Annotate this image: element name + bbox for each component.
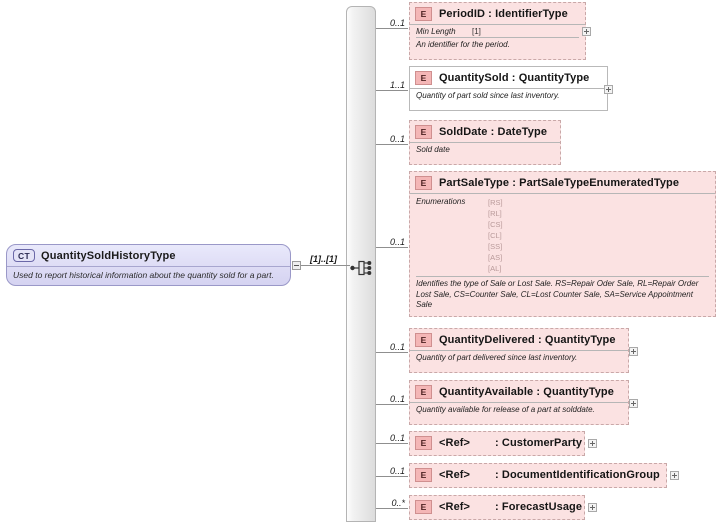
connector-line bbox=[376, 352, 408, 353]
element-facet-periodid: Min Length [1] bbox=[410, 25, 585, 37]
element-header-forecastusage: E <Ref> : ForecastUsage bbox=[410, 496, 584, 518]
element-badge-icon: E bbox=[415, 6, 432, 21]
plus-icon-customerparty[interactable] bbox=[588, 439, 597, 448]
minus-icon[interactable] bbox=[292, 261, 301, 270]
element-badge-icon: E bbox=[415, 175, 432, 190]
enumeration-value: [CL] bbox=[488, 231, 502, 240]
connector-line bbox=[376, 476, 408, 477]
element-badge-icon: E bbox=[415, 500, 432, 514]
element-description-partsaletype: Identifies the type of Sale or Lost Sale… bbox=[416, 279, 699, 309]
plus-icon-quantitysold[interactable] bbox=[604, 85, 613, 94]
cardinality-quantitysold: 1..1 bbox=[389, 80, 405, 90]
element-box-forecastusage[interactable]: E <Ref> : ForecastUsage bbox=[409, 495, 585, 520]
element-badge-icon: E bbox=[415, 436, 432, 450]
connector-line bbox=[376, 144, 408, 145]
element-header-quantitysold: E QuantitySold : QuantityType bbox=[410, 67, 607, 89]
element-box-solddate[interactable]: E SoldDate : DateType Sold date bbox=[409, 120, 561, 165]
element-description-quantityavailable: Quantity available for release of a part… bbox=[416, 405, 595, 414]
element-name-quantitysold: QuantitySold : QuantityType bbox=[439, 71, 590, 84]
connector-line bbox=[376, 90, 408, 91]
root-connector-line bbox=[301, 265, 350, 266]
element-header-documentidentificationgroup: E <Ref> : DocumentIdentificationGroup bbox=[410, 464, 666, 486]
element-name-forecastusage: : ForecastUsage bbox=[495, 501, 583, 513]
element-name-documentidentificationgroup: : DocumentIdentificationGroup bbox=[495, 469, 660, 481]
sequence-compositor-icon[interactable] bbox=[350, 257, 374, 279]
enumeration-value: [CS] bbox=[488, 220, 503, 229]
element-name-solddate: SoldDate : DateType bbox=[439, 125, 548, 138]
ref-label-forecastusage: <Ref> bbox=[439, 501, 471, 513]
element-box-partsaletype[interactable]: E PartSaleType : PartSaleTypeEnumeratedT… bbox=[409, 171, 716, 317]
plus-icon-forecastusage[interactable] bbox=[588, 503, 597, 512]
element-badge-icon: E bbox=[415, 70, 432, 85]
ref-label-customerparty: <Ref> bbox=[439, 437, 471, 449]
connector-line bbox=[376, 508, 408, 509]
complex-type-box[interactable]: CT QuantitySoldHistoryType Used to repor… bbox=[6, 244, 291, 286]
cardinality-forecastusage: 0..* bbox=[391, 498, 405, 508]
cardinality-quantityavailable: 0..1 bbox=[389, 394, 405, 404]
element-description-solddate: Sold date bbox=[416, 145, 450, 154]
enumerations-block: Enumerations [RS] [RL] [CS] [CL] [SS] [AS] [AL… bbox=[410, 194, 715, 276]
connector-line bbox=[376, 28, 408, 29]
element-badge-icon: E bbox=[415, 468, 432, 482]
enumeration-value: [SS] bbox=[488, 242, 503, 251]
complex-type-title: QuantitySoldHistoryType bbox=[41, 249, 176, 262]
enumerations-values: [RS] [RL] [CS] [CL] [SS] [AS] [AL] bbox=[488, 197, 503, 274]
element-header-periodid: E PeriodID : IdentifierType bbox=[410, 3, 585, 25]
cardinality-solddate: 0..1 bbox=[389, 134, 405, 144]
element-badge-icon: E bbox=[415, 384, 432, 399]
enumeration-value: [AL] bbox=[488, 264, 502, 273]
facet-label: Min Length bbox=[416, 27, 456, 36]
element-box-documentidentificationgroup[interactable]: E <Ref> : DocumentIdentificationGroup bbox=[409, 463, 667, 488]
connector-line bbox=[376, 247, 408, 248]
divider bbox=[416, 276, 709, 277]
enumerations-label: Enumerations bbox=[416, 197, 466, 206]
plus-icon-periodid[interactable] bbox=[582, 27, 591, 36]
ref-label-documentidentificationgroup: <Ref> bbox=[439, 469, 471, 481]
element-header-partsaletype: E PartSaleType : PartSaleTypeEnumeratedT… bbox=[410, 172, 715, 194]
element-header-quantitydelivered: E QuantityDelivered : QuantityType bbox=[410, 329, 628, 351]
facet-value: [1] bbox=[472, 27, 481, 36]
cardinality-periodid: 0..1 bbox=[389, 18, 405, 28]
cardinality-documentidentificationgroup: 0..1 bbox=[389, 466, 405, 476]
element-description-periodid: An identifier for the period. bbox=[416, 40, 510, 49]
complex-type-badge: CT bbox=[13, 249, 35, 262]
root-cardinality: [1]..[1] bbox=[310, 254, 337, 264]
enumeration-value: [AS] bbox=[488, 253, 503, 262]
element-box-quantitydelivered[interactable]: E QuantityDelivered : QuantityType Quant… bbox=[409, 328, 629, 373]
element-box-quantityavailable[interactable]: E QuantityAvailable : QuantityType Quant… bbox=[409, 380, 629, 425]
element-description-quantitysold: Quantity of part sold since last invento… bbox=[416, 91, 560, 100]
element-name-partsaletype: PartSaleType : PartSaleTypeEnumeratedTyp… bbox=[439, 176, 680, 189]
plus-icon-quantitydelivered[interactable] bbox=[629, 347, 638, 356]
element-box-customerparty[interactable]: E <Ref> : CustomerParty bbox=[409, 431, 585, 456]
element-header-quantityavailable: E QuantityAvailable : QuantityType bbox=[410, 381, 628, 403]
element-name-customerparty: : CustomerParty bbox=[495, 437, 583, 449]
element-box-quantitysold[interactable]: E QuantitySold : QuantityType Quantity o… bbox=[409, 66, 608, 111]
element-name-quantitydelivered: QuantityDelivered : QuantityType bbox=[439, 333, 616, 346]
plus-icon-documentidentificationgroup[interactable] bbox=[670, 471, 679, 480]
enumeration-value: [RL] bbox=[488, 209, 502, 218]
element-badge-icon: E bbox=[415, 124, 432, 139]
connector-line bbox=[376, 404, 408, 405]
element-badge-icon: E bbox=[415, 332, 432, 347]
element-box-periodid[interactable]: E PeriodID : IdentifierType Min Length [… bbox=[409, 2, 586, 60]
element-name-periodid: PeriodID : IdentifierType bbox=[439, 7, 568, 20]
complex-type-header: CT QuantitySoldHistoryType bbox=[7, 245, 290, 267]
element-description-quantitydelivered: Quantity of part delivered since last in… bbox=[416, 353, 578, 362]
cardinality-customerparty: 0..1 bbox=[389, 433, 405, 443]
connector-line bbox=[376, 443, 408, 444]
element-header-customerparty: E <Ref> : CustomerParty bbox=[410, 432, 584, 454]
enumeration-value: [RS] bbox=[488, 198, 503, 207]
cardinality-quantitydelivered: 0..1 bbox=[389, 342, 405, 352]
element-header-solddate: E SoldDate : DateType bbox=[410, 121, 560, 143]
element-name-quantityavailable: QuantityAvailable : QuantityType bbox=[439, 385, 614, 398]
plus-icon-quantityavailable[interactable] bbox=[629, 399, 638, 408]
complex-type-description: Used to report historical information ab… bbox=[13, 270, 274, 280]
cardinality-partsaletype: 0..1 bbox=[389, 237, 405, 247]
divider bbox=[416, 37, 579, 38]
